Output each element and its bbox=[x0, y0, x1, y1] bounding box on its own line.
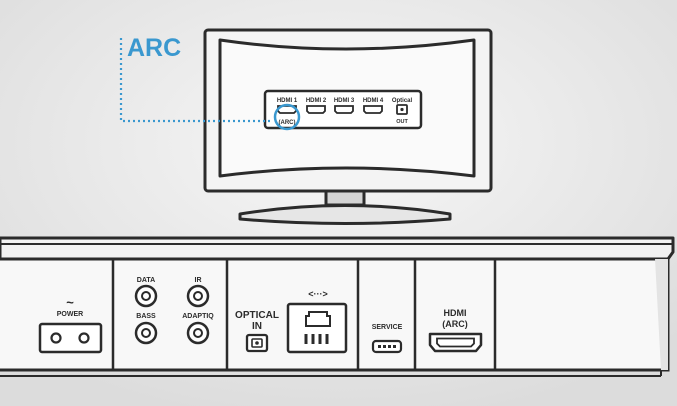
tv-port-label-hdmi3: HDMI 3 bbox=[334, 98, 355, 104]
tv-arc-tag: (ARC) bbox=[279, 120, 296, 126]
power-section: ~ POWER bbox=[38, 295, 103, 354]
soundbar-right-shade bbox=[655, 259, 668, 370]
network-symbol: <···> bbox=[308, 289, 328, 299]
hdmi-label-1: HDMI bbox=[444, 308, 467, 318]
tv-port-label-hdmi4: HDMI 4 bbox=[363, 98, 384, 104]
tv-stand-base bbox=[238, 204, 452, 225]
tv-optical-label: Optical bbox=[392, 98, 413, 104]
hdmi-arc-section: HDMI (ARC) bbox=[428, 308, 483, 353]
service-label: SERVICE bbox=[372, 324, 403, 331]
arc-highlight-ring bbox=[273, 103, 301, 131]
network-section: <···> bbox=[286, 289, 348, 354]
soundbar-top-rail bbox=[0, 236, 675, 261]
hdmi-label-2: (ARC) bbox=[442, 319, 468, 329]
optical-in-label-2: IN bbox=[252, 321, 262, 332]
service-port bbox=[371, 339, 403, 354]
power-pin-right bbox=[78, 332, 90, 344]
ir-label: IR bbox=[195, 277, 202, 284]
power-symbol: ~ bbox=[66, 295, 74, 310]
tv-optical-sub-label: OUT bbox=[396, 119, 408, 125]
service-section: SERVICE bbox=[371, 324, 403, 354]
tv-port-label-hdmi1: HDMI 1 bbox=[277, 98, 298, 104]
tv: HDMI 1 HDMI 2 HDMI 3 HDMI 4 Optical OUT … bbox=[203, 28, 493, 225]
jack-section: DATA IR BASS ADAPTIQ bbox=[134, 277, 214, 345]
tv-hdmi4-port bbox=[363, 105, 383, 114]
power-socket bbox=[38, 322, 103, 354]
power-label: POWER bbox=[57, 311, 83, 318]
tv-optical-core bbox=[400, 107, 404, 112]
ethernet-latch bbox=[305, 311, 331, 327]
adaptiq-label: ADAPTIQ bbox=[182, 313, 214, 320]
data-label: DATA bbox=[137, 277, 155, 284]
arc-callout: ARC bbox=[119, 34, 301, 131]
soundbar: ~ POWER DATA IR BASS ADAPTIQ OPTICAL IN bbox=[0, 236, 675, 377]
ethernet-port bbox=[286, 302, 348, 354]
optical-in-section: OPTICAL IN bbox=[235, 310, 279, 353]
optical-in-label-1: OPTICAL bbox=[235, 310, 279, 321]
tv-hdmi2-port bbox=[306, 105, 326, 114]
bass-label: BASS bbox=[136, 313, 156, 320]
tv-hdmi3-port bbox=[334, 105, 354, 114]
arc-callout-label: ARC bbox=[127, 34, 181, 62]
power-pin-left bbox=[50, 332, 62, 344]
tv-port-label-hdmi2: HDMI 2 bbox=[306, 98, 327, 104]
